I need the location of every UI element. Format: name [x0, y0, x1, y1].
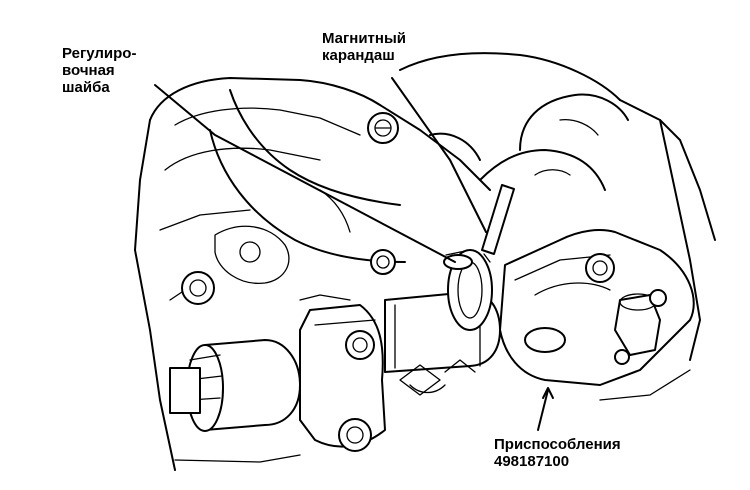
label-special-tool-line-1: Приспособления — [494, 436, 621, 453]
hand — [399, 52, 716, 241]
head-bolt-upper — [367, 112, 399, 144]
tool-leader-line — [537, 389, 549, 431]
head-bolt-left — [181, 271, 215, 305]
pencil-leader-line — [391, 77, 487, 233]
camshaft — [169, 249, 501, 452]
label-adjustment-shim-line-3: шайба — [62, 79, 110, 96]
label-adjustment-shim-line-1: Регулиро- — [62, 45, 137, 62]
tool-leader-arrow — [542, 387, 554, 399]
adjustment-shim — [443, 249, 473, 270]
callout-lines — [154, 77, 554, 431]
housing-right — [599, 119, 701, 401]
label-magnetic-pencil: Магнитный карандаш — [320, 30, 408, 64]
magnetic-pencil — [481, 184, 515, 263]
label-adjustment-shim: Регулиро- вочная шайба — [60, 45, 139, 96]
special-tool — [499, 229, 695, 386]
label-adjustment-shim-line-2: вочная — [62, 62, 115, 79]
label-special-tool: Приспособления 498187100 — [492, 436, 623, 470]
label-magnetic-pencil-line-2: карандаш — [322, 47, 395, 64]
shim-leader-line — [154, 84, 456, 263]
label-special-tool-part-number: 498187100 — [494, 453, 570, 470]
label-magnetic-pencil-line-1: Магнитный — [322, 30, 406, 47]
head-bolt-mid — [370, 249, 396, 275]
